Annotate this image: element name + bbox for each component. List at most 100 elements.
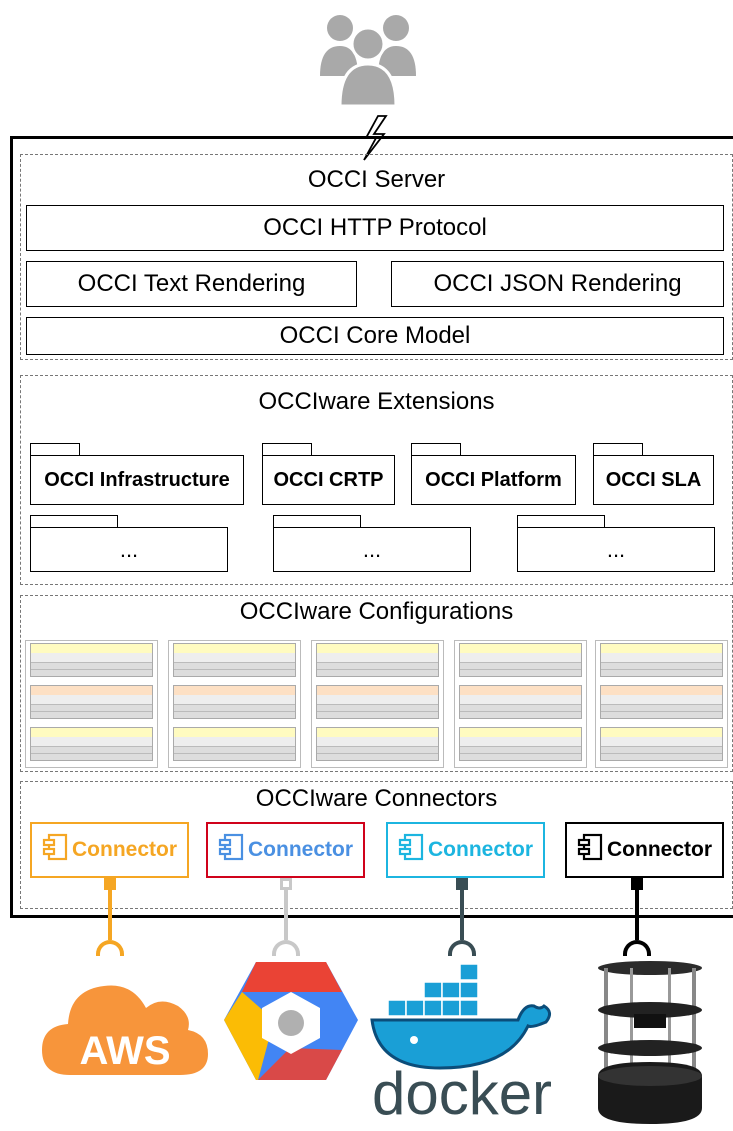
- package-more: ...: [30, 527, 228, 572]
- configuration-node-attribute: [601, 704, 722, 711]
- configuration-node-header: [31, 686, 152, 695]
- configuration-thumbnail: [454, 640, 587, 768]
- component-icon: [577, 833, 603, 867]
- configuration-node-header: [601, 644, 722, 653]
- configuration-node-attribute: [31, 669, 152, 676]
- occiware-extensions-title: OCCIware Extensions: [258, 388, 495, 415]
- configuration-node-attribute: [31, 711, 152, 718]
- configuration-node-header: [317, 644, 438, 653]
- package-tab: [273, 515, 361, 528]
- aws-cloud-icon: AWS: [42, 985, 208, 1075]
- occi-server-title: OCCI Server: [307, 166, 446, 193]
- configuration-thumbnail: [168, 640, 301, 768]
- configuration-node-attribute: [174, 704, 295, 711]
- configuration-node-attribute: [31, 746, 152, 753]
- configuration-node: [316, 685, 439, 719]
- configuration-node-attribute: [601, 711, 722, 718]
- configuration-node-attribute: [174, 669, 295, 676]
- connector-port: [280, 878, 292, 890]
- configuration-node-attribute: [460, 746, 581, 753]
- configuration-node-header: [460, 686, 581, 695]
- docker-label: docker: [371, 1060, 553, 1127]
- configuration-node-kind: [460, 695, 581, 704]
- configuration-node: [173, 685, 296, 719]
- configuration-node-header: [31, 728, 152, 737]
- configuration-node-attribute: [31, 753, 152, 760]
- configuration-node: [600, 727, 723, 761]
- package-label: OCCI SLA: [605, 468, 702, 491]
- connector-socket: [272, 940, 300, 956]
- configuration-thumbnail: [311, 640, 444, 768]
- docker-whale-icon: [370, 963, 551, 1070]
- configuration-node-header: [601, 728, 722, 737]
- aws-label: AWS: [79, 1029, 170, 1073]
- configuration-node-kind: [174, 695, 295, 704]
- configuration-node-attribute: [317, 746, 438, 753]
- configuration-node-attribute: [31, 662, 152, 669]
- occi-json-rendering-label: OCCI JSON Rendering: [433, 270, 682, 297]
- configuration-node-attribute: [460, 753, 581, 760]
- package-tab: [262, 443, 312, 456]
- connector-box: Connector: [565, 822, 724, 878]
- configuration-node-attribute: [460, 662, 581, 669]
- package-more-label: ...: [362, 536, 382, 562]
- configuration-node-attribute: [317, 711, 438, 718]
- configuration-node-attribute: [174, 753, 295, 760]
- component-icon: [218, 833, 244, 867]
- configuration-node: [30, 685, 153, 719]
- configuration-node-attribute: [601, 753, 722, 760]
- configuration-thumbnail: [595, 640, 728, 768]
- configuration-node: [459, 685, 582, 719]
- configuration-node-header: [174, 728, 295, 737]
- platform-frame: [10, 136, 733, 918]
- configuration-node-attribute: [174, 662, 295, 669]
- component-icon: [42, 833, 68, 867]
- package-tab: [30, 515, 118, 528]
- configuration-node-kind: [31, 737, 152, 746]
- configuration-node: [173, 727, 296, 761]
- occi-json-rendering-box: OCCI JSON Rendering: [391, 261, 724, 307]
- package-occi-sla: OCCI SLA: [593, 455, 714, 505]
- configuration-node: [459, 643, 582, 677]
- connector-port: [456, 878, 468, 890]
- configuration-node: [173, 643, 296, 677]
- occi-text-rendering-label: OCCI Text Rendering: [77, 270, 306, 297]
- configuration-node: [316, 727, 439, 761]
- package-tab: [411, 443, 461, 456]
- connector-port: [104, 878, 116, 890]
- package-tab: [517, 515, 605, 528]
- connector-wire: [635, 890, 639, 940]
- configuration-node-kind: [174, 653, 295, 662]
- configuration-node-kind: [601, 653, 722, 662]
- configuration-node: [30, 643, 153, 677]
- configuration-node: [316, 643, 439, 677]
- connector-socket: [623, 940, 651, 956]
- configuration-node-header: [317, 728, 438, 737]
- configuration-node-attribute: [31, 704, 152, 711]
- configuration-thumbnail: [25, 640, 158, 768]
- configuration-node-attribute: [601, 746, 722, 753]
- connector-wire: [284, 890, 288, 940]
- package-more-label: ...: [606, 536, 626, 562]
- users-icon: [320, 15, 416, 108]
- configuration-node-header: [460, 728, 581, 737]
- package-label: OCCI Platform: [425, 468, 562, 491]
- occiware-connectors-title: OCCIware Connectors: [255, 785, 498, 812]
- configuration-node-kind: [174, 737, 295, 746]
- configuration-node: [459, 727, 582, 761]
- configuration-node-header: [174, 644, 295, 653]
- package-tab: [30, 443, 80, 456]
- connector-port: [631, 878, 643, 890]
- connector-label: Connector: [248, 838, 353, 861]
- package-occi-platform: OCCI Platform: [411, 455, 576, 505]
- connector-box: Connector: [206, 822, 365, 878]
- occiware-configurations-title: OCCIware Configurations: [239, 598, 514, 625]
- configuration-node-header: [460, 644, 581, 653]
- package-more: ...: [273, 527, 471, 572]
- occi-core-model-box: OCCI Core Model: [26, 317, 724, 355]
- connector-box: Connector: [386, 822, 545, 878]
- configuration-node: [30, 727, 153, 761]
- component-icon: [398, 833, 424, 867]
- connector-label: Connector: [72, 838, 177, 861]
- configuration-node-header: [601, 686, 722, 695]
